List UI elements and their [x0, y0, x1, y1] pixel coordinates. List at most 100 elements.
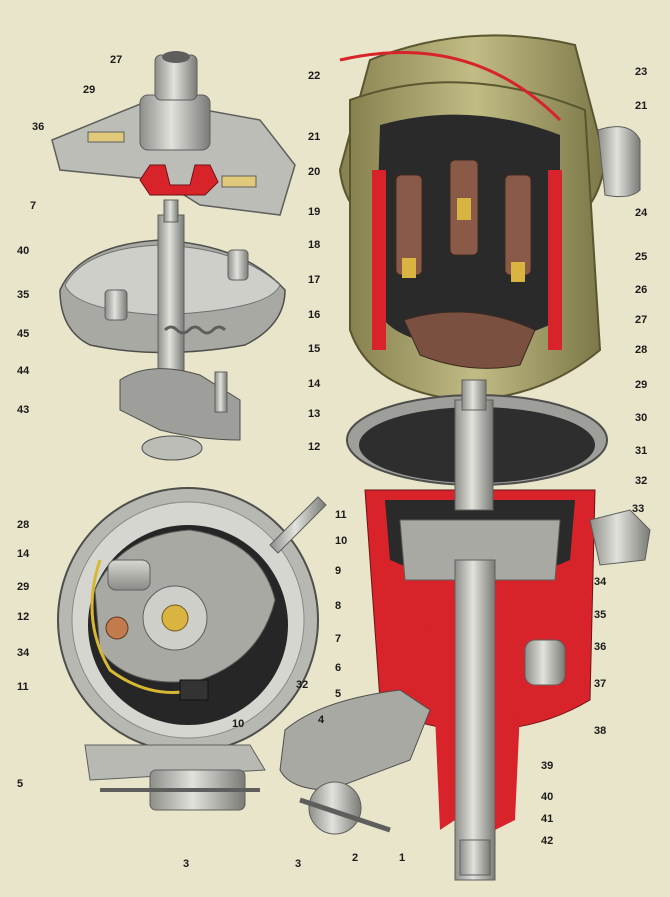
callout-40-plate: 40: [17, 245, 30, 257]
callout-27-cutaway: 27: [635, 314, 648, 326]
cam-assembly: [454, 399, 494, 511]
callout-37: 37: [594, 678, 607, 690]
cam-center: [161, 604, 189, 632]
callout-5-cutaway: 5: [335, 688, 342, 700]
callout-29-coupling: 29: [83, 84, 96, 96]
breaker-plate-cut: [399, 519, 561, 581]
weight-post: [227, 249, 249, 281]
callout-35-plate: 35: [17, 289, 30, 301]
callout-11-cutaway: 11: [335, 509, 347, 521]
callout-12-topview: 12: [17, 611, 30, 623]
shaft-drive-dog: [459, 839, 491, 876]
octane-rod: [299, 797, 391, 833]
callout-32-cutaway: 32: [635, 475, 648, 487]
callout-25: 25: [635, 251, 648, 263]
callout-4: 4: [318, 714, 325, 726]
callout-7-cutaway: 7: [335, 633, 342, 645]
callout-7-plate: 7: [30, 200, 37, 212]
low-tension-terminal: [589, 509, 651, 566]
callout-34-topview: 34: [17, 647, 30, 659]
callout-32-topview: 32: [296, 679, 309, 691]
cutaway-group: [279, 34, 651, 881]
callout-30: 30: [635, 412, 648, 424]
callout-19: 19: [308, 206, 321, 218]
callout-1: 1: [399, 852, 406, 864]
plate-slot-right: [221, 175, 257, 188]
callout-28-cutaway: 28: [635, 344, 648, 356]
vacuum-unit-bracket: [279, 689, 431, 791]
drive-shaft: [454, 559, 496, 881]
callout-14-cutaway: 14: [308, 378, 321, 390]
callout-3-cutaway: 3: [295, 858, 302, 870]
callout-45: 45: [17, 328, 30, 340]
contact-screw: [105, 616, 129, 640]
top-view-group: [57, 487, 327, 811]
callout-44: 44: [17, 365, 30, 377]
callout-5-topview: 5: [17, 778, 24, 790]
callout-38: 38: [594, 725, 607, 737]
cap-wall-cut-left: [372, 170, 386, 350]
callout-13: 13: [308, 408, 321, 420]
callout-24: 24: [635, 207, 648, 219]
callout-3-topview: 3: [183, 858, 190, 870]
callout-34-cutaway: 34: [594, 576, 607, 588]
callout-39: 39: [541, 760, 554, 772]
callout-23: 23: [635, 66, 648, 78]
oil-cap: [524, 639, 566, 686]
side-terminal: [269, 496, 327, 554]
callout-15: 15: [308, 343, 321, 355]
coupling-cutaway: [139, 164, 219, 196]
callout-36-plate: 36: [32, 121, 45, 133]
callout-29-topview: 29: [17, 581, 30, 593]
callout-27-coupling: 27: [110, 54, 123, 66]
callout-40-cutaway: 40: [541, 791, 554, 803]
callout-11-topview: 11: [17, 681, 29, 693]
plate-slot-left: [87, 131, 125, 143]
callout-6: 6: [335, 662, 342, 674]
rotor: [403, 311, 536, 369]
coupling-socket: [162, 51, 190, 63]
callout-2: 2: [352, 852, 359, 864]
cap-wall-cut-right: [548, 170, 562, 350]
advance-arm: [119, 368, 241, 441]
cap-tower: [597, 126, 641, 198]
callout-9: 9: [335, 565, 342, 577]
callout-31: 31: [635, 445, 648, 457]
callout-36-cutaway: 36: [594, 641, 607, 653]
callout-20: 20: [308, 166, 321, 178]
rotor-shaft: [461, 379, 487, 411]
shaft-coupling-group: [51, 51, 296, 216]
callout-21-right: 21: [635, 100, 648, 112]
callout-10-cutaway: 10: [335, 535, 348, 547]
callout-41: 41: [541, 813, 554, 825]
callout-28-topview: 28: [17, 519, 30, 531]
cap-electrodes: [395, 159, 532, 282]
shaft-collar: [141, 435, 203, 461]
callout-14-topview: 14: [17, 548, 30, 560]
callout-8: 8: [335, 600, 342, 612]
low-voltage-wire: [90, 559, 196, 694]
callout-43: 43: [17, 404, 30, 416]
shaft-sleeve-left: [430, 600, 455, 830]
pivot-post: [104, 289, 128, 321]
cap-spring-clip: [339, 51, 562, 122]
callout-17: 17: [308, 274, 321, 286]
octane-corrector-nut: [308, 781, 362, 835]
coupling-nut: [139, 94, 211, 151]
callout-42: 42: [541, 835, 554, 847]
callout-22: 22: [308, 70, 321, 82]
advance-plate-group: [59, 199, 286, 461]
callout-10-topview: 10: [232, 718, 245, 730]
callout-26: 26: [635, 284, 648, 296]
capacitor: [107, 559, 151, 591]
callout-16: 16: [308, 309, 321, 321]
arm-pin: [214, 371, 228, 413]
shaft-tip: [163, 199, 179, 223]
shaft-sleeve-right: [495, 600, 525, 830]
callout-35-cutaway: 35: [594, 609, 607, 621]
callout-18: 18: [308, 239, 321, 251]
callout-33: 33: [632, 503, 645, 515]
terminal-block: [179, 679, 209, 701]
